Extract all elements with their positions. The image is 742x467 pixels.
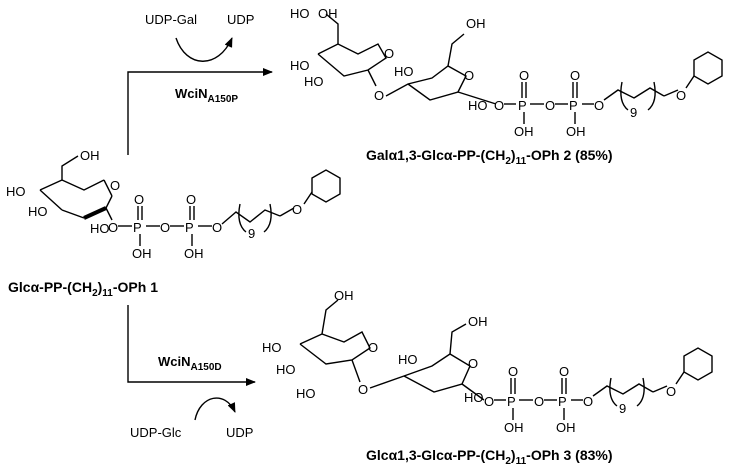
oxygen-label: O <box>594 98 604 113</box>
oh-label: OH <box>466 16 486 31</box>
ring-oxygen: O <box>464 68 474 83</box>
ho-label: HO <box>276 362 296 377</box>
ho-label: HO <box>468 98 488 113</box>
compound-2-label: Galα1,3-Glcα-PP-(CH2)11-OPh 2 (85%) <box>366 147 613 167</box>
enzyme-top: WciNA150P <box>175 86 238 105</box>
compound-3-label: Glcα1,3-Glcα-PP-(CH2)11-OPh 3 (83%) <box>366 447 613 467</box>
ho-label: HO <box>262 340 282 355</box>
cofactor-out-bottom: UDP <box>226 425 253 440</box>
phosphorus: P <box>507 394 516 409</box>
ring-oxygen: O <box>468 356 478 371</box>
phosphorus: P <box>569 98 578 113</box>
enzyme-bottom: WciNA150D <box>158 354 222 373</box>
oh-label: OH <box>556 420 576 435</box>
oxygen-label: O <box>666 384 676 399</box>
ho-label: HO <box>296 386 316 401</box>
oh-label: OH <box>132 246 152 261</box>
oxygen-label: O <box>292 202 302 217</box>
ho-label: HO <box>90 221 110 236</box>
ho-label: HO <box>304 74 324 89</box>
ring-oxygen: O <box>110 178 120 193</box>
oxygen-label: O <box>519 68 529 83</box>
repeat-count: 9 <box>619 401 626 416</box>
ho-label: HO <box>290 6 310 21</box>
oxygen-label: O <box>212 220 222 235</box>
phosphorus: P <box>185 220 194 235</box>
oh-label: OH <box>514 124 534 139</box>
oh-label: OH <box>566 124 586 139</box>
phosphorus: P <box>133 220 142 235</box>
oxygen-label: O <box>534 394 544 409</box>
cofactor-in-bottom: UDP-Glc <box>130 425 182 440</box>
ring-oxygen: O <box>384 46 394 61</box>
ho-label: HO <box>6 184 26 199</box>
phosphorus: P <box>558 394 567 409</box>
ho-label: HO <box>394 64 414 79</box>
reaction-arrows <box>127 37 273 421</box>
ho-label: HO <box>290 58 310 73</box>
compound-2-structure: HO OH HO HO O O OH O HO HO O P O OH O P … <box>290 6 723 139</box>
oxygen-label: O <box>134 192 144 207</box>
oh-label: OH <box>184 246 204 261</box>
compound-3-structure: OH HO HO HO O O OH O HO HO O P O OH O P … <box>262 288 713 435</box>
phosphorus: P <box>518 98 527 113</box>
anomeric-oxygen: O <box>108 220 118 235</box>
oxygen-label: O <box>160 220 170 235</box>
glycosidic-oxygen: O <box>358 382 368 397</box>
arrow-to-product-2 <box>127 68 273 155</box>
ho-label: HO <box>28 204 48 219</box>
oxygen-label: O <box>583 394 593 409</box>
compound-1-structure: OH O HO HO HO O P O OH O P O OH O 9 O <box>6 148 341 261</box>
cofactor-out-top: UDP <box>227 12 254 27</box>
oh-label: OH <box>504 420 524 435</box>
compound-1-label: Glcα-PP-(CH2)11-OPh 1 <box>8 279 158 299</box>
oxygen-label: O <box>570 68 580 83</box>
oh-label: OH <box>334 288 354 303</box>
oh-label: OH <box>318 6 338 21</box>
glycosidic-oxygen: O <box>374 88 384 103</box>
oxygen-label: O <box>508 364 518 379</box>
ring-oxygen: O <box>368 340 378 355</box>
oh-label: OH <box>468 314 488 329</box>
ho-label: HO <box>464 390 484 405</box>
anomeric-oxygen: O <box>494 98 504 113</box>
repeat-count: 9 <box>630 105 637 120</box>
ho-label: HO <box>398 352 418 367</box>
cofactor-in-top: UDP-Gal <box>145 12 197 27</box>
anomeric-oxygen: O <box>484 394 494 409</box>
oxygen-label: O <box>676 88 686 103</box>
arrow-to-product-3 <box>127 305 256 386</box>
oh-label: OH <box>80 148 100 163</box>
repeat-count: 9 <box>248 226 255 241</box>
oxygen-label: O <box>545 98 555 113</box>
oxygen-label: O <box>186 192 196 207</box>
cofactor-arrow-top <box>175 37 233 62</box>
oxygen-label: O <box>559 364 569 379</box>
cofactor-arrow-bottom <box>194 397 236 421</box>
